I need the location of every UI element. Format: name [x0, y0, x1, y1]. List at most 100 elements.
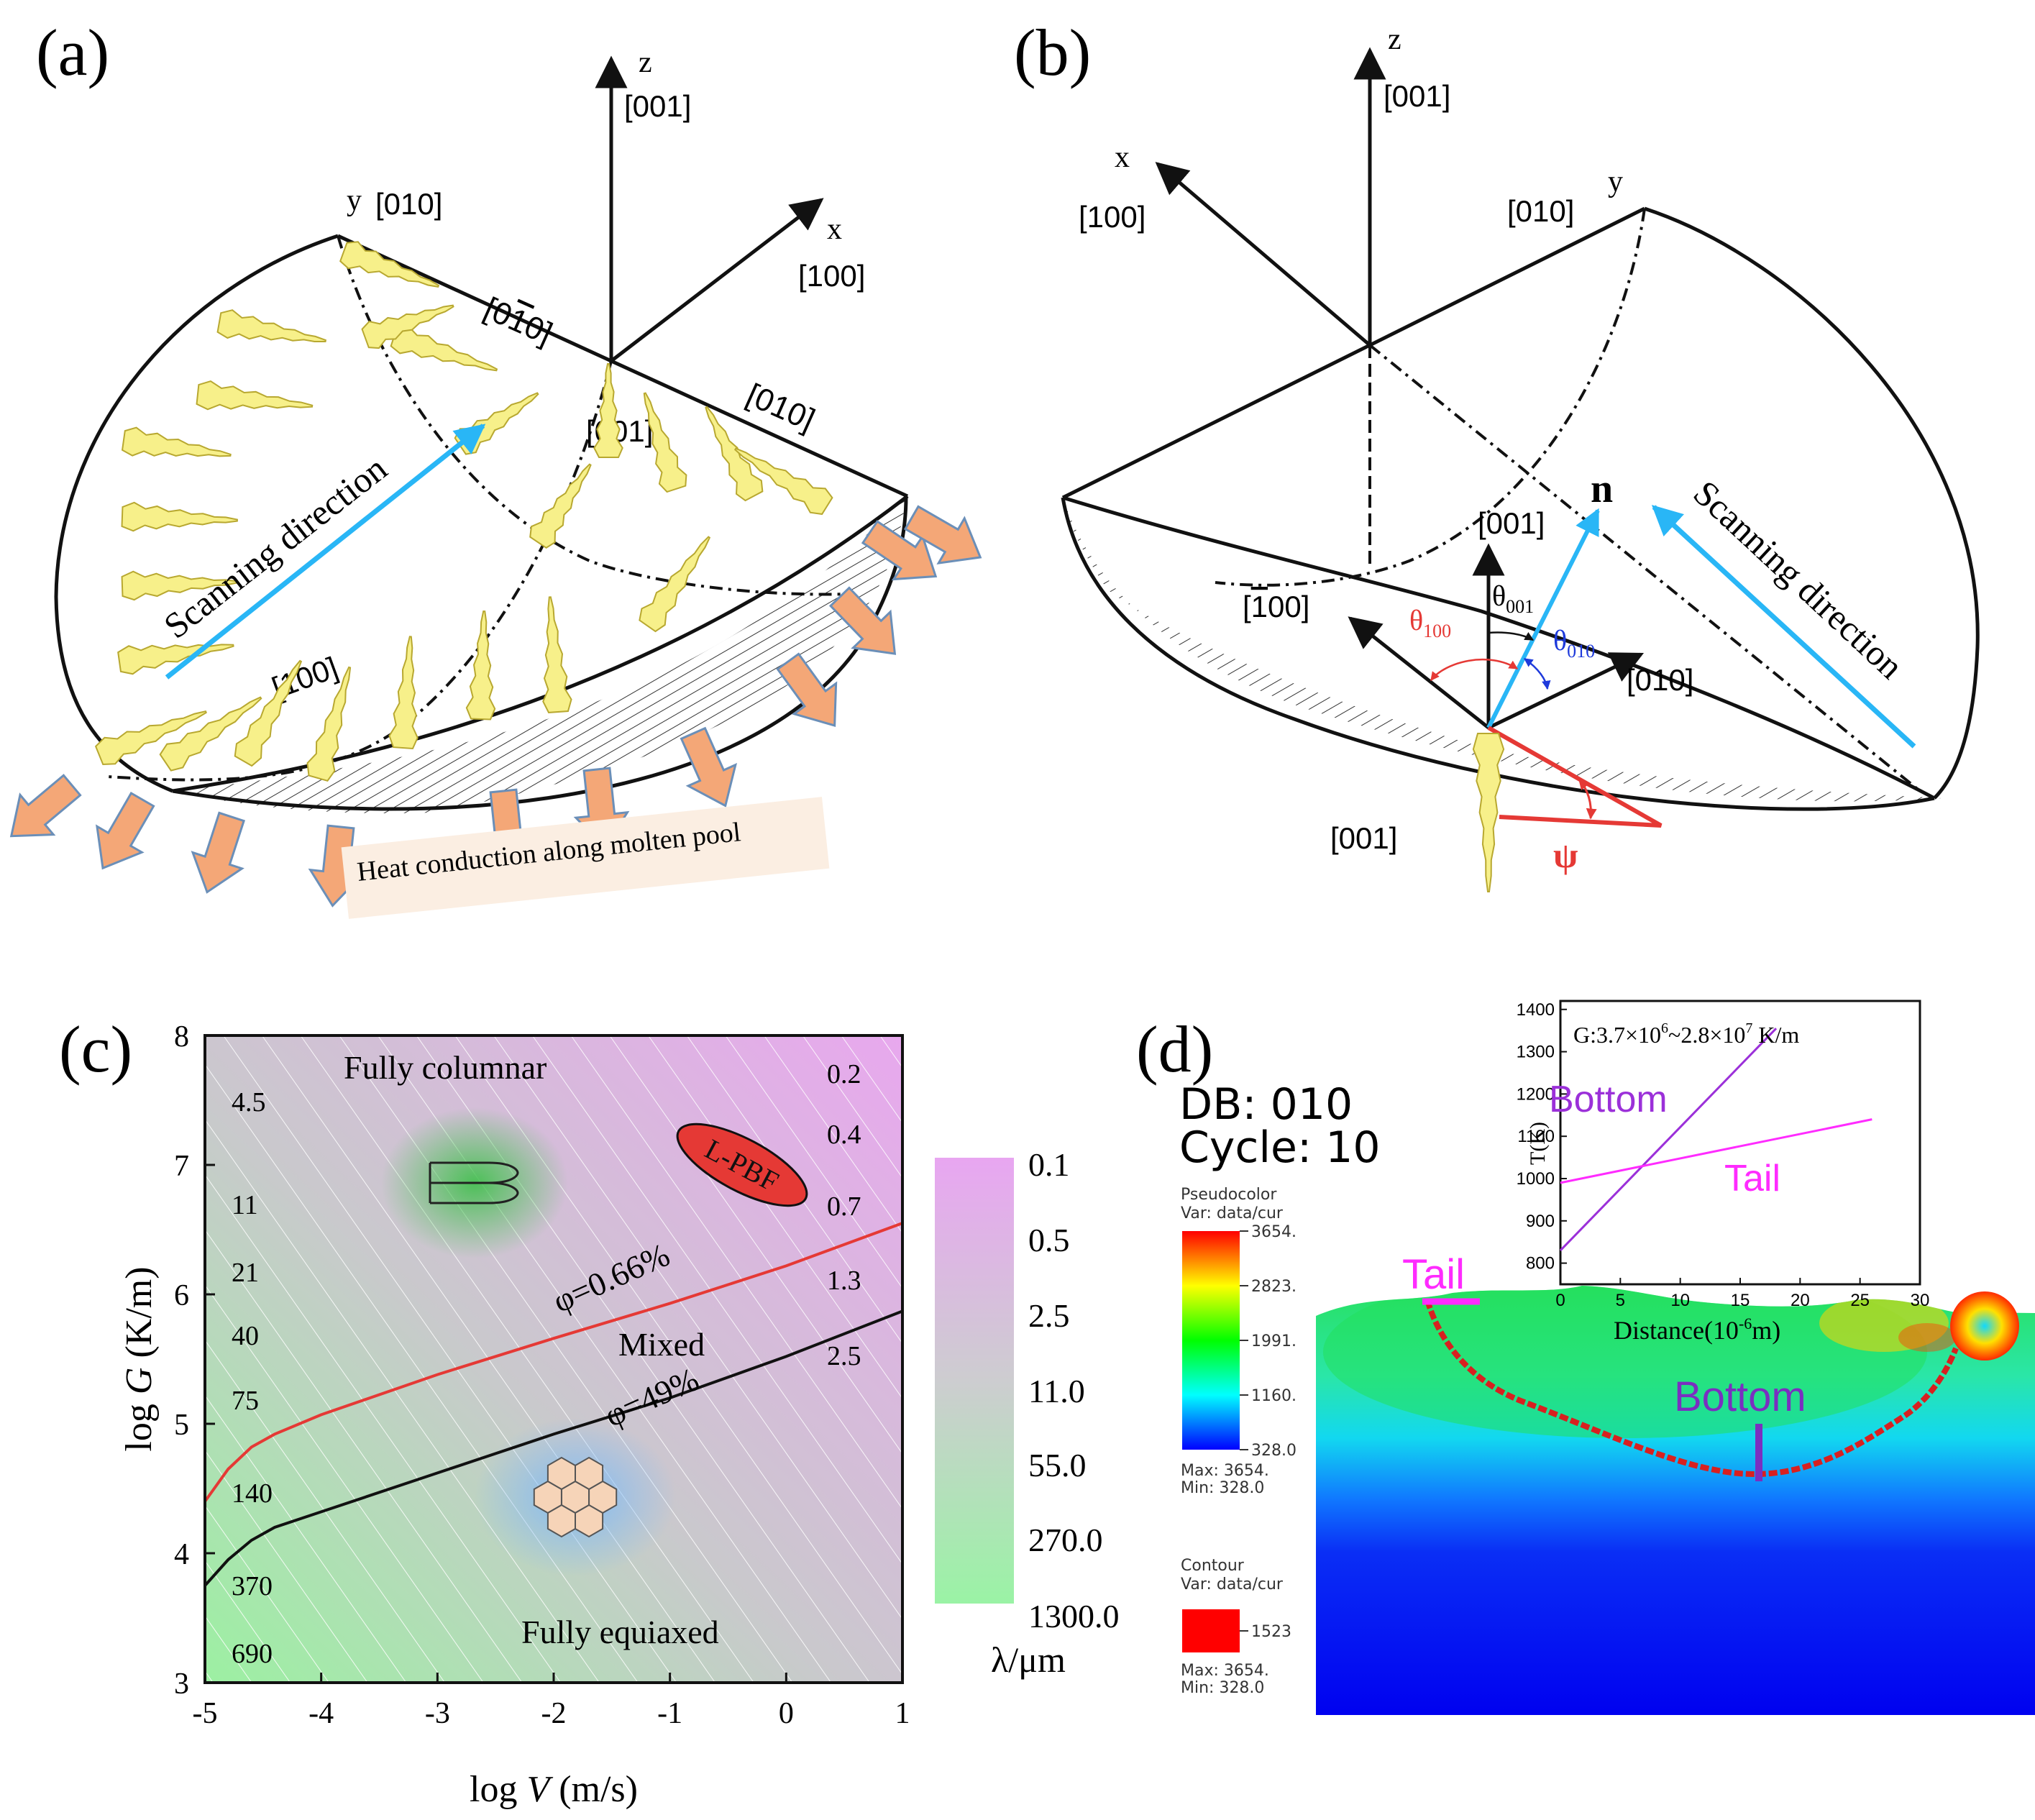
colorbar-tick-label: 270.0	[1028, 1522, 1103, 1558]
vector-010-arrow	[1487, 652, 1645, 730]
lambda-left-label: 140	[232, 1478, 273, 1509]
contour-title: Contour	[1181, 1557, 1245, 1575]
lambda-left-label: 40	[232, 1321, 259, 1351]
theta-100-arc	[1430, 659, 1519, 681]
series-line-2	[205, 1309, 902, 1587]
panel-d: (d) DB: 010 Cycle: 10 Pseudocolor Var: d…	[1136, 1000, 2035, 1715]
theta-001-label: θ001	[1492, 580, 1534, 617]
dendrite-7	[117, 644, 234, 675]
lambda-left-label: 11	[232, 1190, 258, 1220]
axis-y-label-b: y	[1608, 165, 1623, 198]
colorbar-tick-label: 1300.0	[1028, 1598, 1120, 1634]
lambda-left-label: 21	[232, 1258, 259, 1288]
axis-y-direction-b: [010]	[1507, 194, 1574, 228]
normal-vector-label: n	[1591, 467, 1613, 511]
plot-area-c	[205, 1035, 902, 1683]
y-axis-title-c: log G (K/m)	[119, 1266, 160, 1451]
contour-swatch	[1182, 1609, 1240, 1652]
contour-value: 1523	[1251, 1623, 1291, 1641]
heat-arrow-3	[191, 811, 246, 894]
region-fully-columnar: Fully columnar	[344, 1049, 547, 1086]
axis-z-direction-b: [001]	[1384, 79, 1450, 113]
axis-z-direction: [001]	[624, 89, 691, 123]
inset-y-tick-label: 1400	[1517, 1000, 1555, 1020]
vector-010-label: [010]	[1627, 663, 1693, 697]
axis-x-label-b: x	[1115, 141, 1130, 174]
inset-y-tick-label: 1100	[1517, 1127, 1555, 1146]
inset-x-tick-label: 5	[1616, 1291, 1625, 1310]
columnar-icon	[429, 1161, 519, 1204]
dendrite-13	[465, 611, 496, 721]
pseudocolor-min: Min: 328.0	[1181, 1479, 1264, 1497]
inset-y-tick-label: 1300	[1517, 1043, 1555, 1062]
hexagon-grain	[575, 1456, 604, 1491]
heat-label-box	[341, 797, 830, 919]
inset-x-tick-label: 10	[1670, 1291, 1690, 1310]
heat-arrow-2	[96, 791, 155, 870]
dendrite-15	[639, 536, 711, 633]
y-tick-label: 4	[174, 1538, 189, 1571]
theta-010-label: θ010	[1553, 624, 1595, 662]
inset-x-tick-label: 30	[1911, 1291, 1930, 1310]
inset-x-tick-label: 25	[1850, 1291, 1870, 1310]
lambda-left-label: 75	[232, 1386, 259, 1416]
pool-inner-edge-b	[1062, 495, 1936, 800]
y-tick-label: 5	[174, 1409, 189, 1442]
x-tick-label: 1	[895, 1697, 910, 1730]
dendrite-16	[390, 325, 498, 372]
pseudocolor-ticks: 3654.2823.1991.1160.328.0	[1240, 1223, 1297, 1460]
region-fully-equiaxed: Fully equiaxed	[521, 1614, 719, 1650]
axis-y-direction: [010]	[375, 187, 442, 221]
axis-z-label: z	[639, 46, 652, 79]
heat-arrow-1	[9, 774, 82, 838]
dash-dot-floor	[107, 360, 613, 782]
lambda-right-label: 0.7	[827, 1192, 861, 1222]
axis-x-arrow	[610, 198, 824, 362]
dendrite-6	[121, 570, 238, 601]
dendrite-19	[593, 363, 623, 458]
y-tick-label: 7	[174, 1150, 189, 1183]
dendrite-21	[705, 406, 764, 502]
theta-010-arc	[1523, 657, 1551, 690]
dendrite-4	[121, 426, 232, 457]
inset-frame	[1559, 1000, 1921, 1286]
inset-x-label: Distance(10-6m)	[1614, 1314, 1780, 1345]
dendrite-8	[94, 710, 207, 766]
inset-y-tick-label: 1000	[1517, 1169, 1555, 1189]
pool-wall-hatch	[173, 496, 906, 813]
colorbar-lambda	[935, 1158, 1014, 1604]
panel-a-label: (a)	[36, 16, 109, 89]
lambda-right-labels: 0.20.40.71.32.5	[827, 1059, 861, 1371]
dendrite-9	[159, 696, 262, 772]
scanning-direction-label: Scanning direction	[156, 448, 394, 646]
dendrite-17	[454, 392, 539, 455]
dendrite-20	[643, 392, 687, 493]
db-label: DB: 010	[1179, 1079, 1353, 1130]
x-tick-label: 0	[779, 1697, 794, 1730]
tail-label-field: Tail	[1402, 1251, 1465, 1298]
lambda-right-label: 0.2	[827, 1059, 861, 1089]
axis-z-label-b: z	[1388, 23, 1401, 56]
hexagon-grain	[547, 1456, 576, 1491]
panel-d-label: (d)	[1136, 1012, 1213, 1086]
cycle-label: Cycle: 10	[1179, 1122, 1381, 1173]
pseudocolor-var: Var: data/cur	[1181, 1204, 1284, 1222]
lambda-right-label: 0.4	[827, 1120, 861, 1150]
axis-x-direction: [100]	[798, 259, 865, 293]
colorbar-tick-label: 0.1	[1028, 1146, 1070, 1183]
heat-arrow-11	[903, 505, 982, 564]
x-axis-title-c: log V (m/s)	[470, 1769, 638, 1810]
pseudocolor-title: Pseudocolor	[1181, 1186, 1277, 1204]
inset-series-line-1	[1559, 1028, 1778, 1252]
x-tick-label: -4	[308, 1697, 334, 1730]
dash-dot-curve-b	[1215, 208, 1646, 587]
lambda-left-label: 4.5	[232, 1087, 266, 1117]
dendrite-group	[94, 241, 833, 782]
vector-100-arrow	[1348, 616, 1490, 729]
dendrite-1	[339, 241, 440, 288]
